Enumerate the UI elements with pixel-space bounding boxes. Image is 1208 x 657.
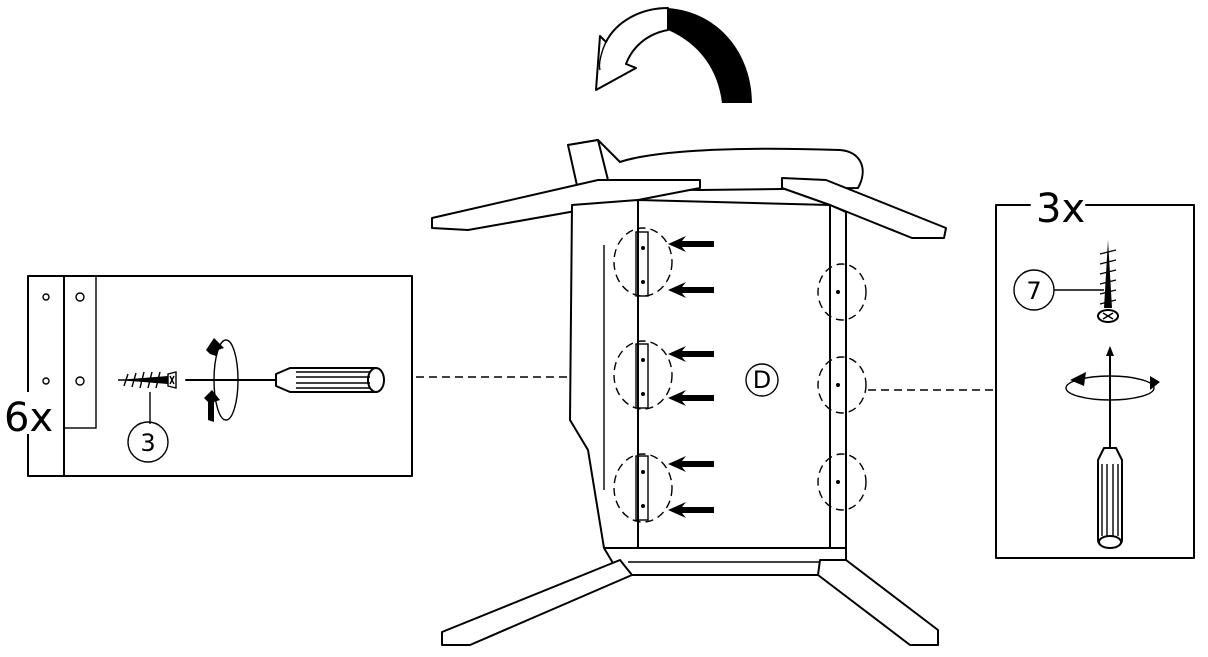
- rotate-clockwise-horizontal-icon: [1065, 372, 1160, 401]
- screwdriver-vertical-icon: [1097, 346, 1123, 549]
- flip-rotation-arrow-icon: [595, 7, 752, 103]
- panel-label-circle: [745, 363, 779, 397]
- wood-screw-icon: [118, 371, 177, 424]
- screwdriver-horizontal-icon: [185, 367, 385, 393]
- panel-label-text: D: [753, 366, 771, 394]
- furniture-frame: [431, 139, 947, 646]
- wood-screw-vertical-icon: [1054, 240, 1119, 323]
- right-callout-box: [995, 204, 1195, 559]
- left-edge-screw-positions: [613, 227, 673, 523]
- right-rail-screw-positions: [817, 263, 867, 511]
- right-part-number: 7: [1026, 277, 1041, 305]
- right-quantity-text: 3x: [1036, 186, 1085, 232]
- rotate-clockwise-icon: [204, 338, 239, 422]
- part-3-circle: [127, 421, 169, 463]
- insertion-arrows-icon: [668, 236, 714, 518]
- left-quantity-text: 6x: [4, 395, 53, 441]
- left-part-number: 3: [140, 429, 155, 457]
- part-7-circle: [1013, 269, 1055, 311]
